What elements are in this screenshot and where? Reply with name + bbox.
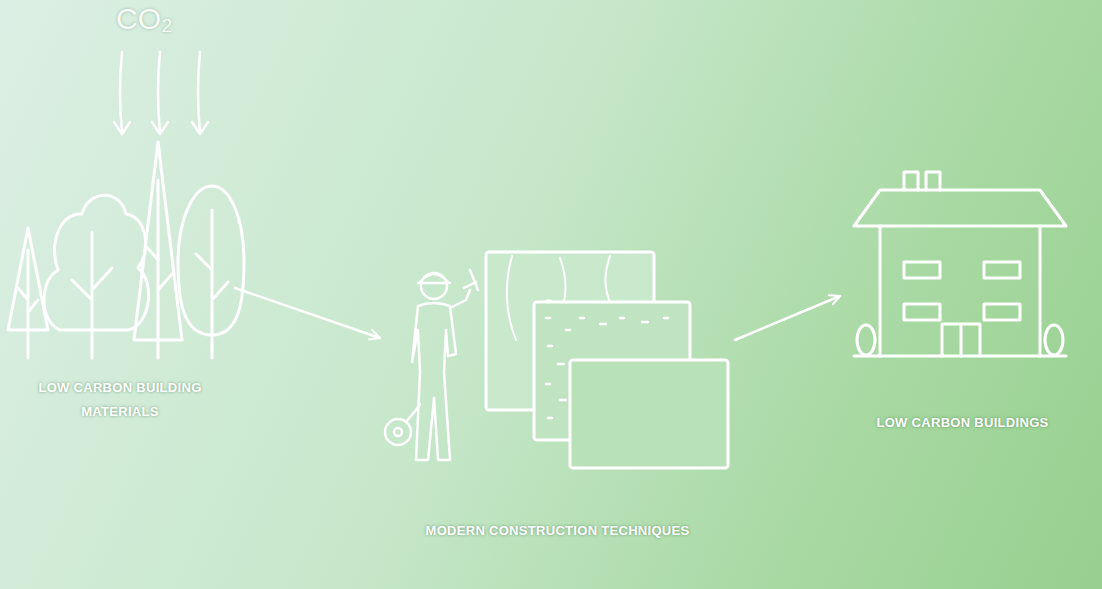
saw-blade: [385, 419, 411, 445]
saw-handle: [406, 404, 420, 422]
co2-arrowhead: [152, 122, 168, 134]
hammer: [464, 270, 478, 290]
co2-arrowhead: [192, 122, 208, 134]
co2-arrow: [158, 52, 160, 132]
roof: [854, 190, 1066, 226]
panels: [486, 252, 728, 468]
window: [984, 304, 1020, 320]
worker-hat: [418, 274, 450, 283]
oval-tree: [178, 186, 244, 358]
flow-arrow: [235, 288, 380, 338]
co2-arrow: [198, 52, 200, 132]
chimney: [904, 172, 940, 190]
window: [904, 304, 940, 320]
door: [942, 324, 980, 356]
house: [854, 172, 1066, 356]
worker-arm: [450, 290, 470, 308]
round-tree: [44, 195, 149, 358]
stage-label: LOW CARBON BUILDING MATERIALS: [33, 376, 208, 424]
construction-stage: MODERN CONSTRUCTION TECHNIQUES: [380, 245, 735, 547]
walls: [880, 226, 1040, 356]
pine-tree: [134, 142, 182, 358]
pine-tree: [8, 228, 48, 358]
co2-arrows: [114, 52, 208, 134]
co2-arrow: [120, 52, 122, 132]
window: [904, 262, 940, 278]
materials-stage: LOW CARBON BUILDING MATERIALS: [5, 140, 235, 428]
flow-arrow: [735, 296, 840, 340]
trees: [8, 142, 244, 358]
co2-arrowhead: [114, 122, 130, 134]
saw-hub: [394, 428, 402, 436]
stage-label: MODERN CONSTRUCTION TECHNIQUES: [423, 519, 693, 543]
co2-label: CO₂: [116, 2, 173, 36]
bush: [1045, 325, 1063, 355]
worker: [385, 270, 478, 460]
bush: [857, 325, 875, 355]
buildings-stage: LOW CARBON BUILDINGS: [840, 165, 1085, 439]
window: [984, 262, 1020, 278]
worker-body: [412, 303, 456, 460]
plain-panel: [570, 360, 728, 468]
stage-label: LOW CARBON BUILDINGS: [843, 411, 1083, 435]
